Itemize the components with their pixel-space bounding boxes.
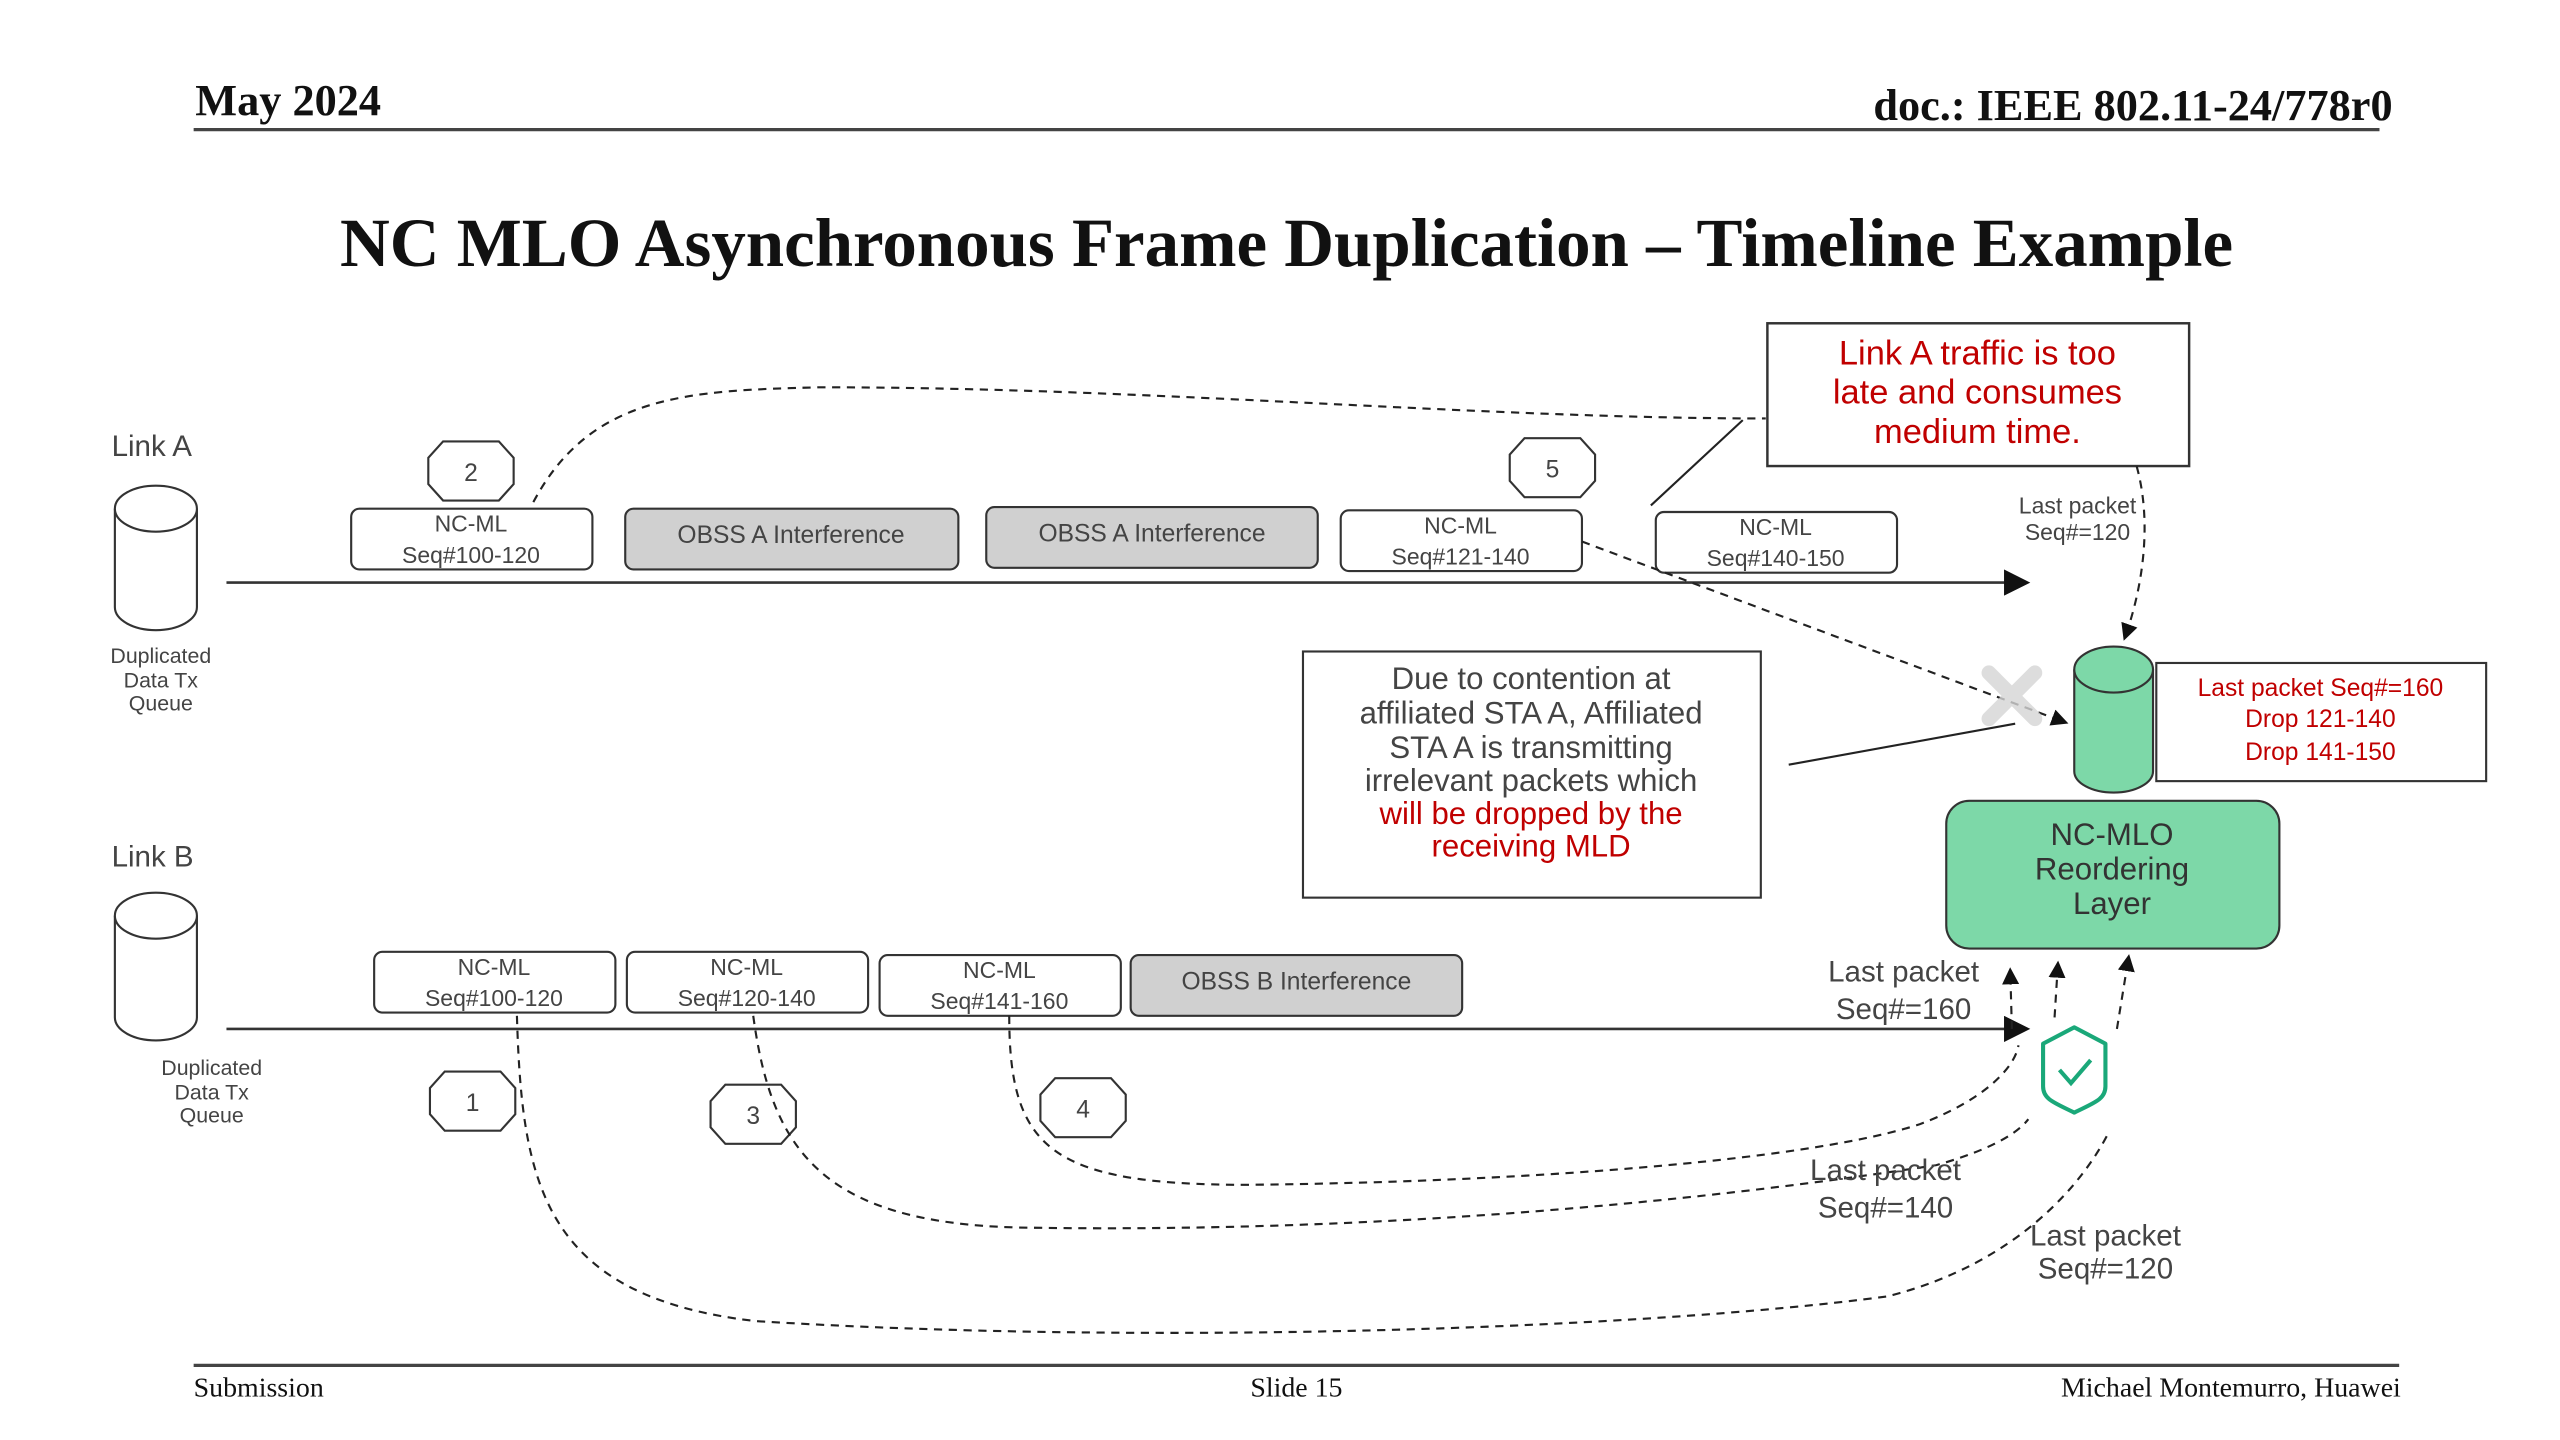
- last-packet-160-label: Last packet: [1828, 955, 1979, 988]
- link-b-frame3-path: [1008, 1015, 2020, 1186]
- svg-text:2: 2: [464, 460, 478, 487]
- link-b-frame: NC-ML Seq#100-120: [373, 950, 617, 1014]
- step-badge-3: 3: [709, 1083, 797, 1145]
- cylinder-icon: [113, 891, 198, 1042]
- receiver-note: Last packet Seq#=160 Drop 121-140 Drop 1…: [2155, 661, 2488, 783]
- svg-text:Seq#100-120: Seq#100-120: [425, 985, 563, 1011]
- svg-text:affiliated STA A, Affiliated: affiliated STA A, Affiliated: [1360, 696, 1703, 731]
- dropped-frame-arrow: [1581, 540, 2069, 726]
- link-a-label: Link A: [112, 430, 193, 463]
- link-b-frame2-path: [752, 1015, 2030, 1230]
- last-packet-160-seq: Seq#=160: [1836, 993, 1971, 1026]
- step-badge-2: 2: [427, 440, 515, 502]
- svg-text:Seq#120-140: Seq#120-140: [678, 985, 816, 1011]
- queue-label-line: Data Tx: [175, 1080, 250, 1104]
- last-packet-140-label: Last packet: [1810, 1154, 1961, 1187]
- svg-text:5: 5: [1546, 457, 1560, 484]
- callout-late-traffic: Link A traffic is too late and consumes …: [1766, 322, 2191, 468]
- link-b-frame1-path: [515, 1015, 2110, 1334]
- svg-text:Drop 121-140: Drop 121-140: [2245, 706, 2396, 733]
- svg-text:Last packet Seq#=160: Last packet Seq#=160: [2198, 675, 2444, 702]
- link-a-to-receiver-arrow: [2121, 465, 2146, 641]
- svg-text:NC-ML: NC-ML: [1739, 514, 1812, 540]
- link-a-last-packet-label: Last packet: [2019, 493, 2137, 519]
- svg-text:NC-ML: NC-ML: [710, 954, 783, 980]
- svg-text:4: 4: [1076, 1097, 1090, 1124]
- step-badge-5: 5: [1508, 437, 1597, 499]
- queue-label-line: Duplicated: [161, 1056, 262, 1080]
- svg-text:Seq#141-160: Seq#141-160: [930, 988, 1068, 1014]
- last-packet-120-seq: Seq#=120: [2038, 1252, 2173, 1285]
- last-packet-120-label: Last packet: [2030, 1220, 2181, 1253]
- header-date: May 2024: [195, 76, 381, 125]
- svg-text:Seq#100-120: Seq#100-120: [402, 542, 540, 568]
- contention-pointer: [1788, 722, 2016, 766]
- link-a-interference-block: OBSS A Interference: [624, 507, 960, 571]
- link-a-queue: Duplicated Data Tx Queue: [110, 484, 211, 716]
- link-b-frame: NC-ML Seq#141-160: [878, 954, 1122, 1017]
- arrow-shield-up: [2048, 960, 2066, 1018]
- queue-label-line: Data Tx: [124, 669, 199, 693]
- footer-left: Submission: [194, 1373, 324, 1404]
- svg-text:OBSS B Interference: OBSS B Interference: [1182, 969, 1412, 996]
- svg-text:Link A traffic is too: Link A traffic is too: [1839, 334, 2116, 372]
- svg-text:OBSS A Interference: OBSS A Interference: [1038, 521, 1265, 548]
- receiver-buffer-cylinder: [2073, 645, 2155, 794]
- step-badge-1: 1: [428, 1070, 517, 1132]
- link-b-queue: Duplicated Data Tx Queue: [113, 891, 262, 1127]
- svg-text:NC-ML: NC-ML: [1424, 512, 1497, 538]
- svg-text:Seq#121-140: Seq#121-140: [1392, 544, 1530, 570]
- arrow-seq160-up: [2002, 967, 2020, 1029]
- svg-text:receiving MLD: receiving MLD: [1432, 829, 1631, 864]
- callout-contention: Due to contention at affiliated STA A, A…: [1301, 650, 1762, 899]
- arrow-seq120-up: [2115, 954, 2135, 1030]
- svg-text:will be dropped by the: will be dropped by the: [1379, 796, 1683, 831]
- callout-pointer: [1650, 419, 1744, 507]
- svg-text:Drop 141-150: Drop 141-150: [2245, 739, 2396, 766]
- svg-text:OBSS A Interference: OBSS A Interference: [677, 522, 904, 549]
- x-mark-icon: [1981, 665, 2043, 727]
- link-a-frame: NC-ML Seq#100-120: [350, 507, 594, 571]
- footer-author: Michael Montemurro, Huawei: [2061, 1373, 2401, 1404]
- cylinder-icon: [113, 484, 198, 632]
- svg-text:Reordering: Reordering: [2035, 852, 2189, 887]
- link-a-frame: NC-ML Seq#140-150: [1654, 510, 1899, 574]
- footer-slide-number: Slide 15: [1250, 1373, 1342, 1404]
- svg-text:STA A is transmitting: STA A is transmitting: [1389, 730, 1672, 765]
- last-packet-140-seq: Seq#=140: [1818, 1192, 1953, 1225]
- svg-text:Layer: Layer: [2073, 886, 2151, 921]
- svg-text:3: 3: [746, 1103, 760, 1130]
- svg-text:late and consumes: late and consumes: [1833, 374, 2122, 412]
- svg-text:Due to contention at: Due to contention at: [1392, 661, 1671, 696]
- link-b-label: Link B: [112, 840, 194, 873]
- queue-label-line: Duplicated: [110, 644, 211, 668]
- page-title: NC MLO Asynchronous Frame Duplication – …: [340, 205, 2233, 281]
- svg-text:NC-MLO: NC-MLO: [2051, 817, 2174, 852]
- link-b-interference-block: OBSS B Interference: [1129, 954, 1464, 1017]
- svg-text:Seq#140-150: Seq#140-150: [1707, 545, 1845, 571]
- link-a-frame: NC-ML Seq#121-140: [1339, 509, 1584, 573]
- svg-text:NC-ML: NC-ML: [458, 954, 531, 980]
- svg-text:irrelevant packets which: irrelevant packets which: [1365, 763, 1697, 798]
- svg-text:NC-ML: NC-ML: [435, 511, 508, 537]
- queue-label-line: Queue: [180, 1103, 244, 1127]
- svg-text:1: 1: [466, 1090, 480, 1117]
- svg-text:NC-ML: NC-ML: [963, 957, 1036, 983]
- shield-check-icon: [2041, 1025, 2108, 1115]
- link-b-frame: NC-ML Seq#120-140: [625, 950, 870, 1014]
- queue-label-line: Queue: [129, 692, 193, 716]
- reordering-layer: NC-MLO Reordering Layer: [1945, 799, 2281, 950]
- svg-text:medium time.: medium time.: [1874, 413, 2081, 451]
- link-a-interference-block: OBSS A Interference: [985, 506, 1319, 569]
- header-doc-id: doc.: IEEE 802.11-24/778r0: [1873, 81, 2392, 130]
- step-badge-4: 4: [1039, 1077, 1127, 1139]
- link-a-last-packet-seq: Seq#=120: [2025, 519, 2130, 545]
